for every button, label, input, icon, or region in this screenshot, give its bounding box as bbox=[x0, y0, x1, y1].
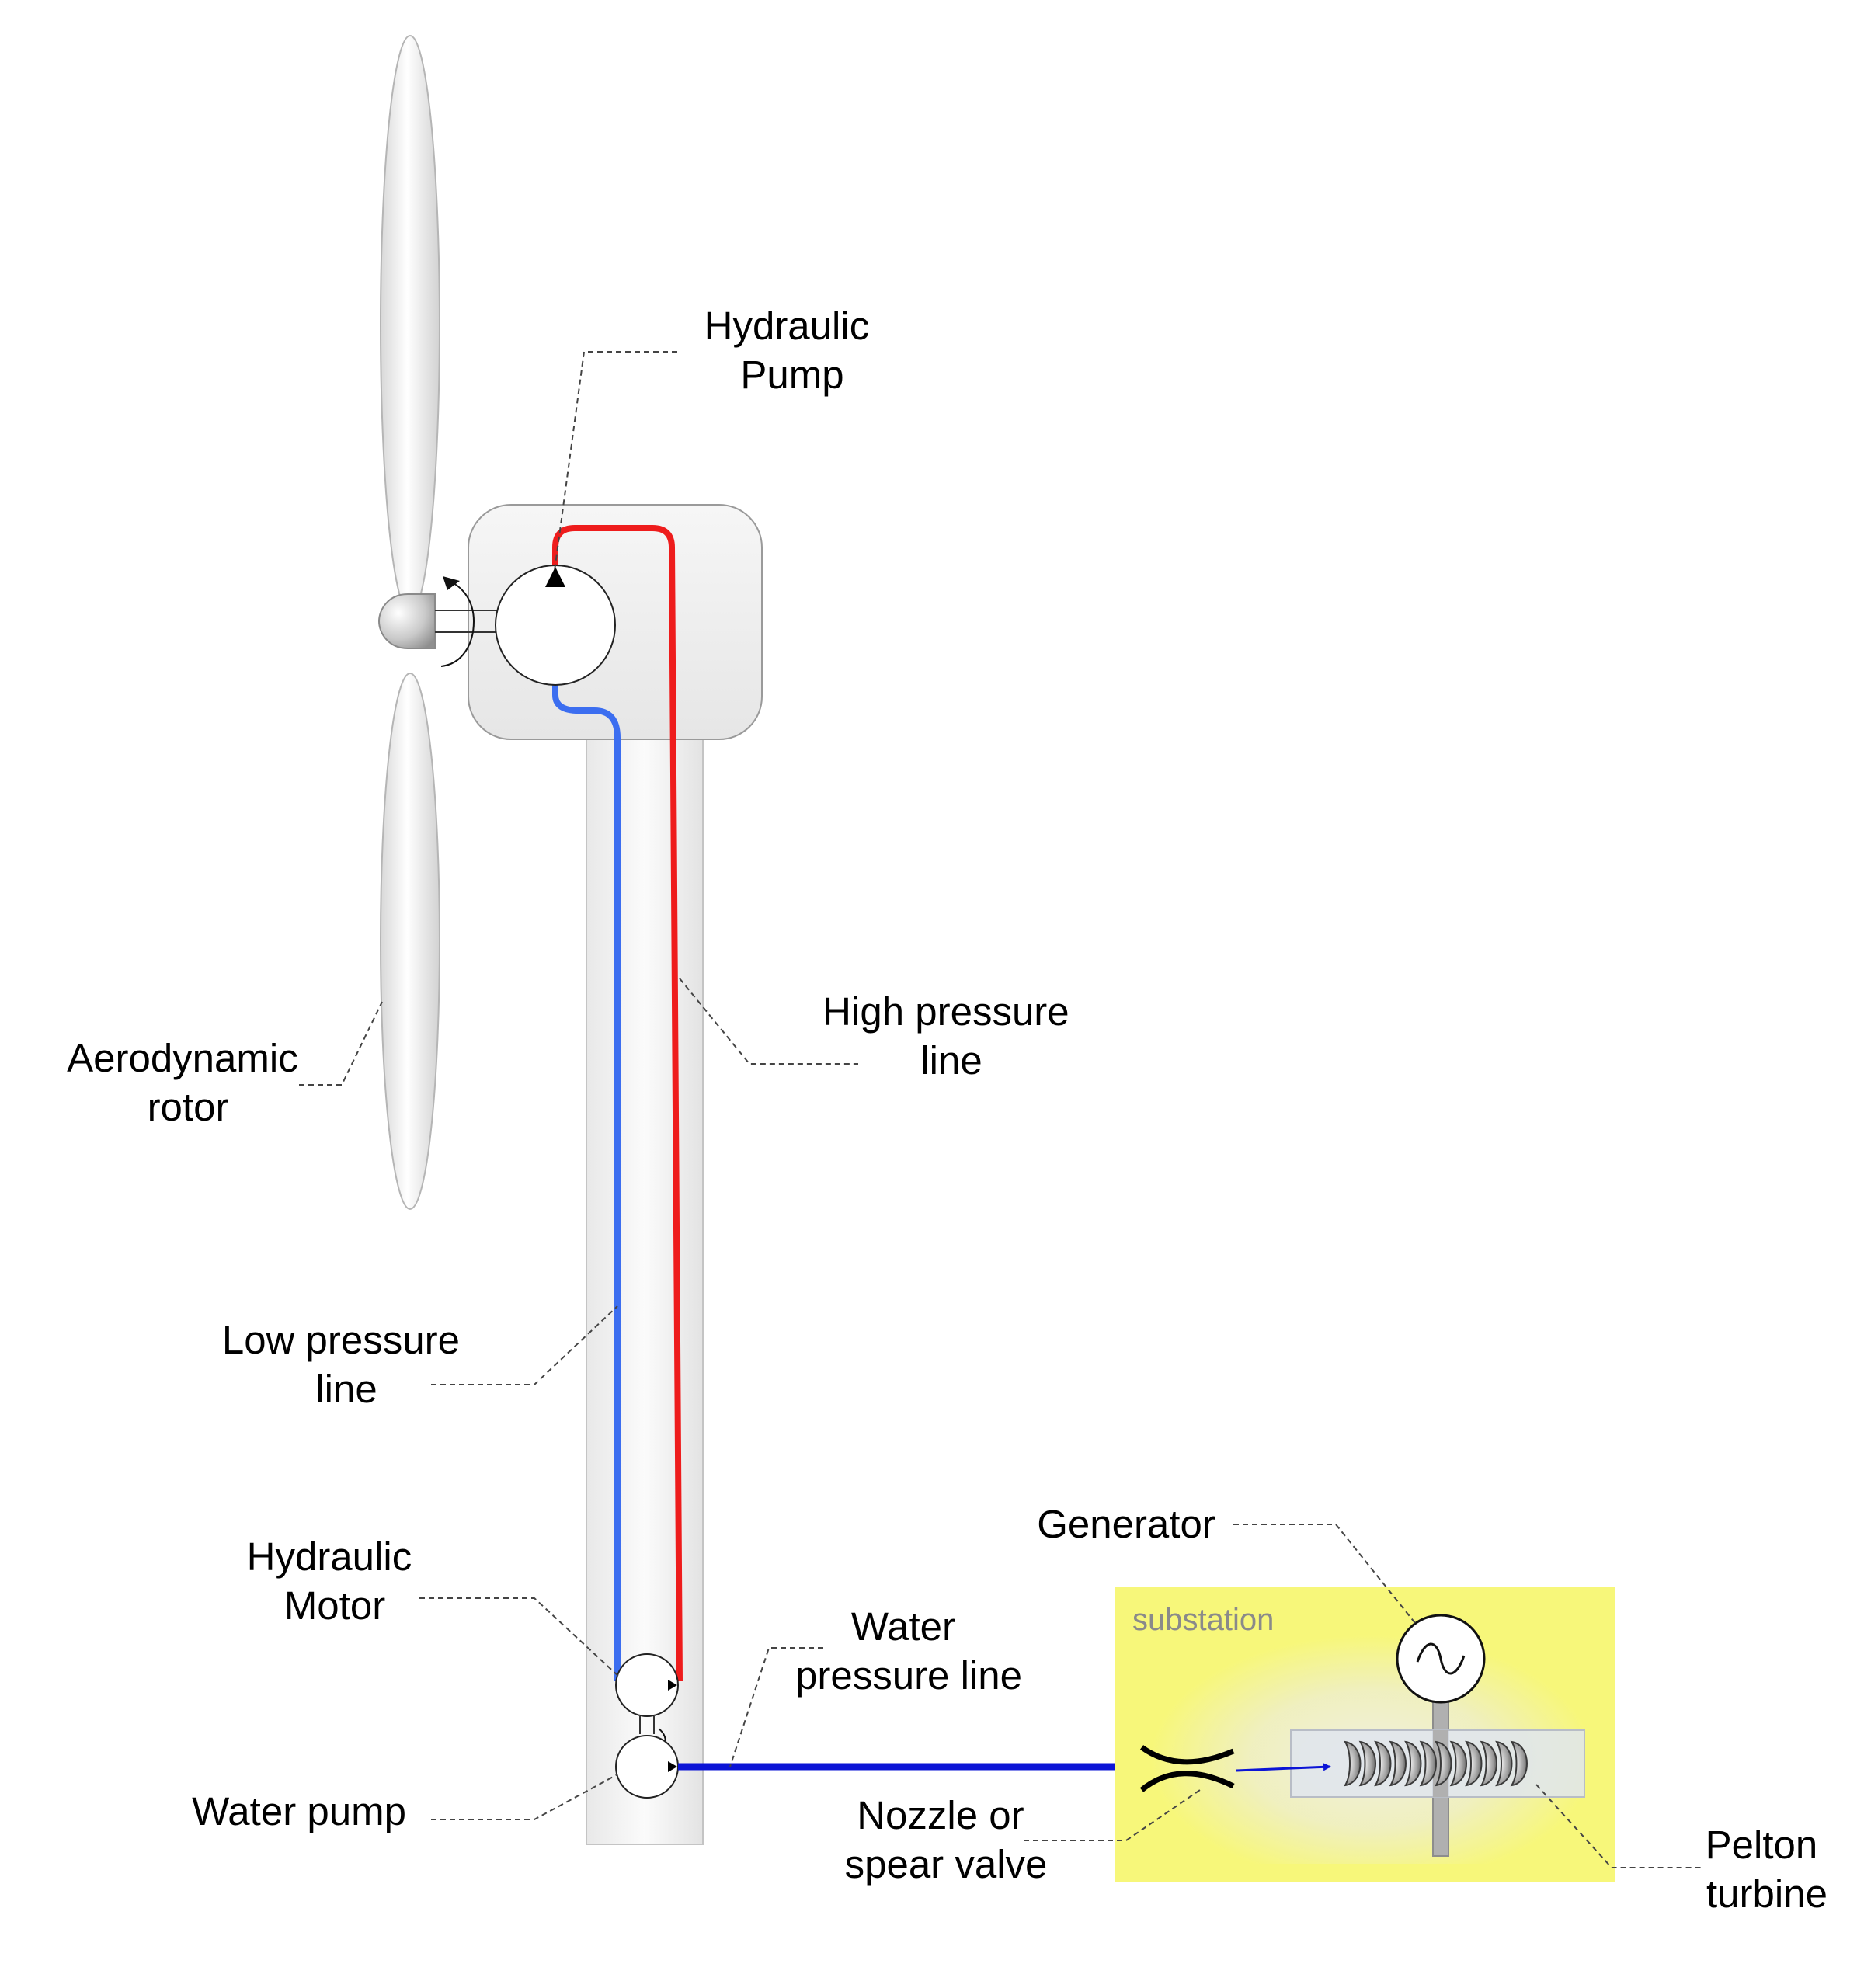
label-hydraulic-pump: Hydraulic Pump bbox=[704, 304, 881, 397]
pelton-bucket bbox=[1404, 1740, 1422, 1787]
ac-sine-icon bbox=[1416, 1642, 1466, 1675]
rotor-hub bbox=[377, 593, 436, 649]
rotation-arrow-icon bbox=[440, 580, 475, 667]
leader-generator bbox=[1233, 1524, 1416, 1624]
high-pressure-line bbox=[552, 525, 683, 1682]
leader-pelton-turbine bbox=[1535, 1784, 1702, 1868]
leader-nozzle bbox=[1024, 1789, 1201, 1841]
leader-hydraulic-motor bbox=[419, 1597, 621, 1678]
label-water-pressure-line: Water pressure line bbox=[795, 1604, 1022, 1698]
label-nozzle: Nozzle or spear valve bbox=[845, 1793, 1048, 1886]
label-low-pressure-line: Low pressure line bbox=[222, 1318, 471, 1411]
pump-direction-arrow-icon bbox=[545, 567, 565, 587]
leader-aerodynamic-rotor bbox=[299, 1001, 383, 1086]
pelton-bucket bbox=[1358, 1740, 1376, 1787]
pelton-bucket bbox=[1449, 1740, 1467, 1787]
pelton-bucket bbox=[1435, 1740, 1452, 1787]
pelton-bucket bbox=[1465, 1740, 1483, 1787]
label-hydraulic-motor: Hydraulic Motor bbox=[247, 1534, 423, 1628]
label-pelton-turbine: Pelton turbine bbox=[1706, 1823, 1829, 1916]
nozzle-icon bbox=[1139, 1745, 1235, 1792]
generator bbox=[1396, 1614, 1486, 1704]
rotor-blade-upper bbox=[380, 35, 440, 614]
aerodynamic-rotor bbox=[377, 35, 440, 1210]
label-aerodynamic-rotor: Aerodynamic rotor bbox=[67, 1036, 309, 1129]
pelton-bucket bbox=[1374, 1740, 1392, 1787]
water-jet-arrow bbox=[1236, 1763, 1331, 1772]
substation-label: substation bbox=[1132, 1603, 1274, 1637]
low-pressure-line bbox=[552, 679, 621, 1681]
pelton-buckets-icon bbox=[1344, 1740, 1528, 1787]
hydraulic-motor bbox=[615, 1653, 679, 1717]
label-water-pump: Water pump bbox=[192, 1789, 406, 1833]
hydraulic-pump bbox=[495, 565, 616, 686]
leader-low-pressure-line bbox=[431, 1305, 618, 1385]
rotor-blade-lower bbox=[380, 673, 440, 1210]
label-generator: Generator bbox=[1037, 1502, 1215, 1546]
pelton-bucket bbox=[1480, 1740, 1497, 1787]
pelton-bucket bbox=[1344, 1740, 1362, 1787]
leader-water-pump bbox=[431, 1774, 618, 1820]
leader-hydraulic-pump bbox=[554, 351, 677, 572]
pelton-bucket bbox=[1510, 1740, 1528, 1787]
water-pump bbox=[615, 1735, 679, 1799]
pelton-bucket bbox=[1389, 1740, 1407, 1787]
pelton-bucket bbox=[1495, 1740, 1513, 1787]
pelton-bucket bbox=[1419, 1740, 1437, 1787]
label-high-pressure-line: High pressure line bbox=[822, 989, 1080, 1083]
